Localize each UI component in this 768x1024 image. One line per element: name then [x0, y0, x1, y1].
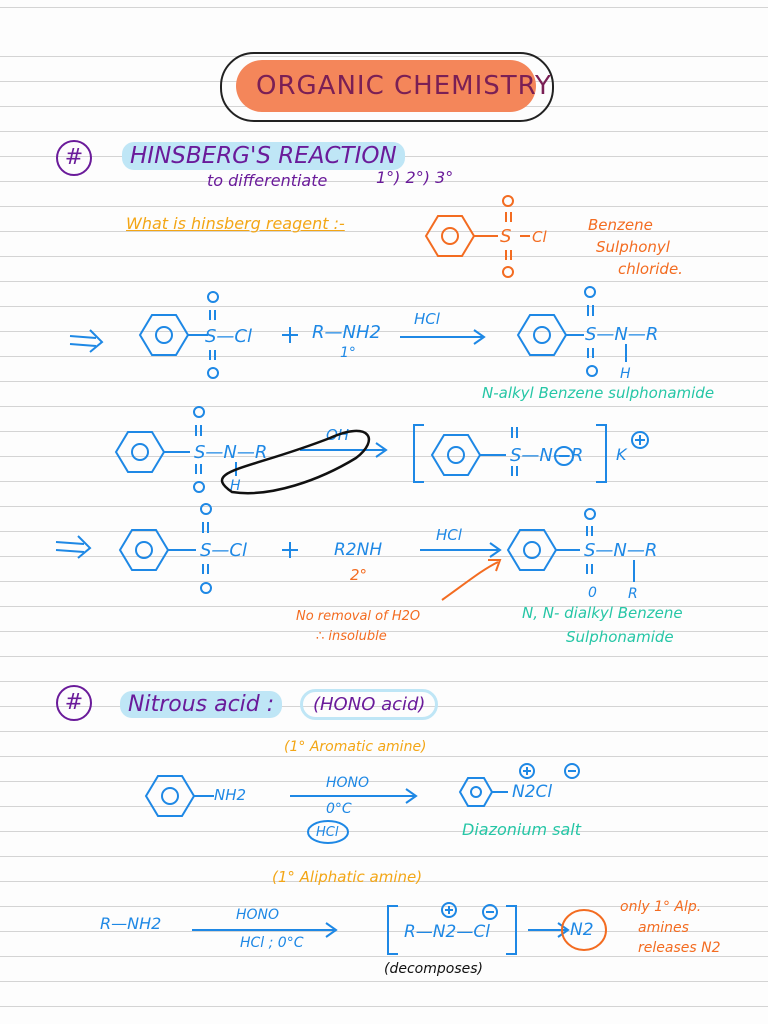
aliph-conditions: HCl ; 0°C	[240, 935, 304, 951]
arom-product: N2Cl	[512, 782, 553, 802]
svg-text:H: H	[620, 366, 631, 382]
hinsberg-question: What is hinsberg reagent :-	[126, 214, 345, 233]
title-circle	[220, 52, 554, 122]
r2-reactant-text: S—N—R	[194, 442, 267, 463]
aliphatic-amine-structures	[192, 902, 570, 955]
r1-product-text: S—N—R	[585, 324, 658, 345]
arom-acid: HCl	[316, 825, 339, 840]
svg-text:S—Cl: S—Cl	[200, 540, 247, 561]
r3-product-text: S—N—R	[584, 540, 657, 561]
r3-product-name-1: N, N- dialkyl Benzene	[522, 604, 683, 622]
r3-catalyst: HCl	[436, 526, 462, 544]
hinsberg-subtitle: to differentiate	[207, 171, 328, 190]
r2-counter-ion: K	[616, 445, 628, 464]
r3-note-1: No removal of H2O	[296, 609, 421, 624]
aromatic-label: (1° Aromatic amine)	[284, 739, 427, 755]
r3-degree: 2°	[350, 566, 368, 584]
r1-product-name: N-alkyl Benzene sulphonamide	[482, 384, 715, 402]
title-highlight	[236, 60, 536, 112]
page-title: ORGANIC CHEMISTRY	[256, 71, 552, 101]
reagent-name-3: chloride.	[618, 260, 683, 278]
reaction2-structures	[114, 406, 649, 493]
n2-circle-annotation	[561, 909, 607, 951]
r3-note-2: ∴ insoluble	[316, 629, 387, 644]
benzene-sulphonyl-chloride-structure	[424, 195, 530, 278]
r1-degree: 1°	[340, 345, 356, 361]
r1-amine: R—NH2	[312, 322, 381, 343]
section-marker-nitrous: #	[56, 685, 92, 721]
r3-product-name-2: Sulphonamide	[566, 628, 674, 646]
svg-text:R: R	[628, 586, 638, 602]
aliph-note-3: releases N2	[638, 940, 721, 956]
svg-text:S—Cl: S—Cl	[205, 326, 252, 347]
reaction3-structures	[55, 503, 635, 594]
svg-text:Cl: Cl	[532, 228, 547, 246]
nitrous-heading: Nitrous acid :	[120, 691, 283, 718]
r1-catalyst: HCl	[414, 310, 440, 328]
reagent-name-1: Benzene	[588, 216, 653, 234]
aliph-amine: R—NH2	[100, 914, 162, 933]
hinsberg-heading: HINSBERG'S REACTION	[122, 142, 405, 170]
aliph-decomposes: (decomposes)	[384, 961, 483, 977]
reaction1-structures	[69, 286, 627, 379]
arom-temp: 0°C	[326, 801, 352, 817]
arom-reagent: HONO	[326, 775, 370, 791]
aliph-note-1: only 1° Alp.	[620, 899, 702, 915]
orange-pointer-arrow	[441, 561, 499, 601]
reagent-name-2: Sulphonyl	[596, 238, 670, 256]
svg-text:S: S	[500, 226, 511, 247]
aliph-note-2: amines	[638, 920, 689, 936]
aliph-product: N2	[570, 920, 594, 940]
aromatic-amine-structures	[144, 763, 580, 844]
r2-product-text: S—N—R	[510, 445, 583, 466]
svg-text:H: H	[230, 478, 241, 494]
aliphatic-label: (1° Aliphatic amine)	[272, 868, 423, 886]
nitrous-formula: (HONO acid)	[300, 689, 439, 720]
svg-text:0: 0	[588, 585, 597, 601]
r3-amine: R2NH	[334, 540, 383, 560]
section-marker-hinsberg: #	[56, 140, 92, 176]
hinsberg-degrees: 1°) 2°) 3°	[376, 168, 454, 187]
arom-amine: NH2	[214, 786, 247, 804]
aliph-reagent: HONO	[236, 907, 280, 923]
black-loop-annotation	[220, 429, 370, 495]
arom-product-name: Diazonium salt	[462, 820, 582, 839]
aliph-intermediate: R—N2—Cl	[404, 922, 490, 942]
